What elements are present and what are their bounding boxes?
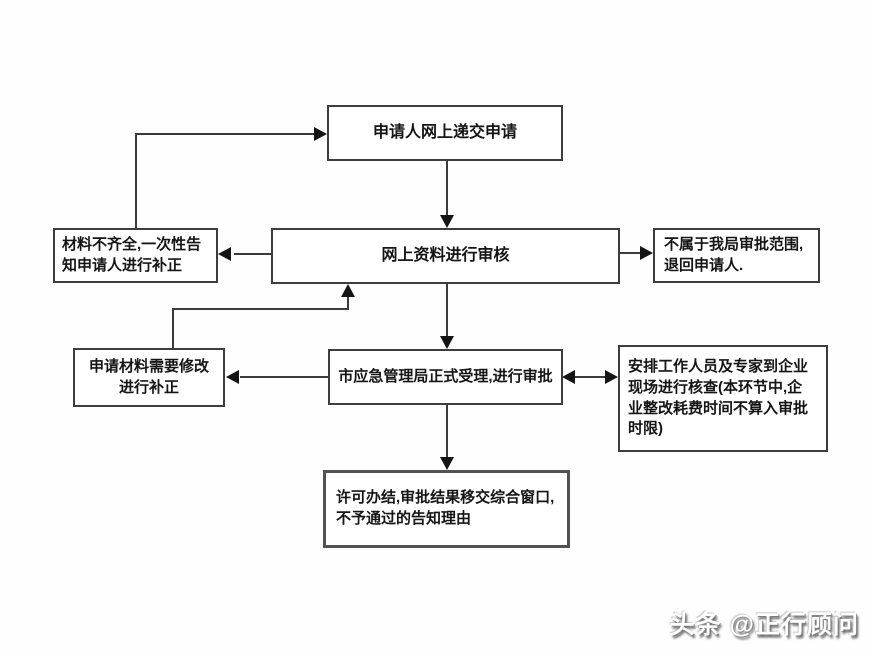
arrowhead-right-icon [605, 370, 618, 384]
edge-review-to-accept-line [446, 284, 448, 337]
edge-accept-to-modify-line [240, 376, 328, 378]
edge-submit-to-review-line [446, 161, 448, 216]
node-materials-incomplete-notice: 材料不齐全,一次性告 知申请人进行补正 [53, 228, 218, 283]
edge-incomplete-to-submit-line [135, 133, 137, 228]
edge-review-to-incomplete-line [234, 253, 271, 255]
node-materials-need-modification: 申请材料需要修改 进行补正 [73, 348, 225, 407]
arrowhead-down-icon [440, 457, 454, 470]
arrowhead-right-icon [314, 127, 327, 141]
node-online-material-review: 网上资料进行审核 [271, 228, 620, 284]
arrowhead-left-icon [218, 247, 231, 261]
arrowhead-left-icon [562, 370, 575, 384]
edge-accept-inspect-line [575, 376, 606, 378]
edge-modify-to-review-line [172, 308, 349, 310]
node-result-delivery: 许可办结,审批结果移交综合窗口, 不予通过的告知理由 [323, 470, 570, 548]
edge-accept-to-result-line [446, 405, 448, 458]
arrowhead-right-icon [640, 246, 653, 260]
node-out-of-scope-return: 不属于我局审批范围, 退回申请人. [653, 228, 820, 283]
edge-review-to-reject-line [620, 252, 641, 254]
node-formal-acceptance: 市应急管理局正式受理,进行审批 [328, 349, 563, 405]
arrowhead-down-icon [440, 215, 454, 228]
edge-modify-to-review-line [347, 296, 349, 309]
arrowhead-up-icon [341, 284, 355, 297]
node-site-inspection: 安排工作人员及专家到企业 现场进行核查(本环节中,企 业整改耗费时间不算入审批 … [618, 345, 828, 452]
edge-incomplete-to-submit-line [135, 133, 315, 135]
arrowhead-left-icon [226, 370, 239, 384]
node-submit-application: 申请人网上递交申请 [327, 105, 563, 161]
edge-modify-to-review-line [172, 308, 174, 348]
watermark: 头条 @正行顾问 [669, 611, 859, 639]
arrowhead-down-icon [440, 336, 454, 349]
